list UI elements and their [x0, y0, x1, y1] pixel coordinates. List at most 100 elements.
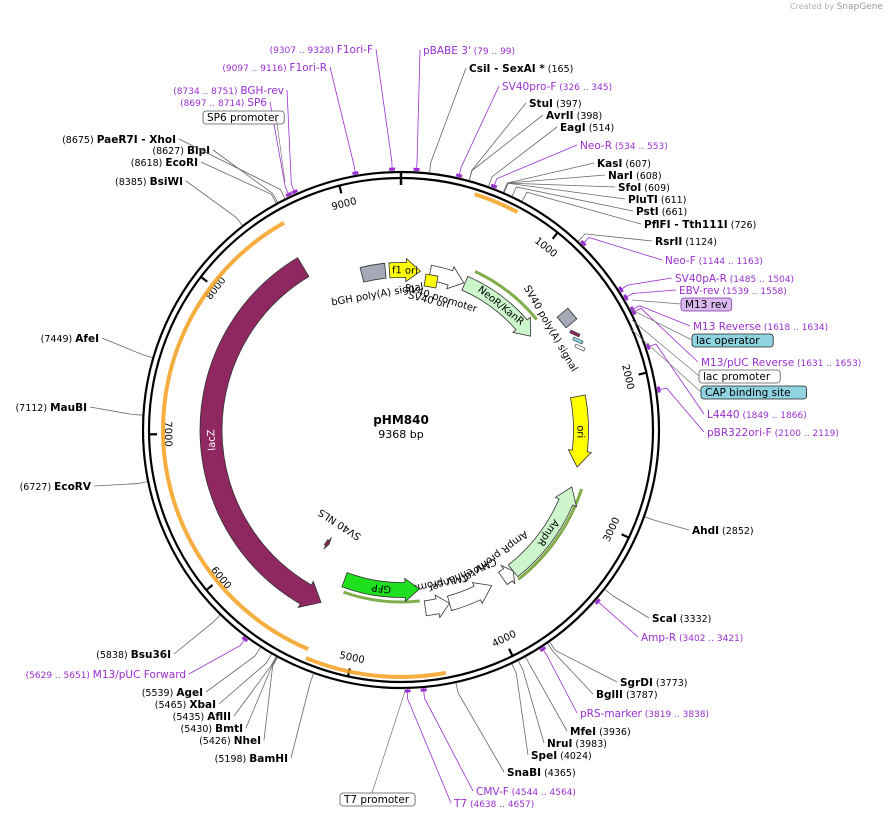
- enzyme-site-bmti[interactable]: (5430) BmtI: [181, 723, 243, 735]
- primer-name: SP6: [247, 97, 267, 109]
- enzyme-site-sgrdi[interactable]: SgrDI (3773): [620, 677, 688, 689]
- boxed-label-m13-rev[interactable]: M13 rev: [685, 299, 728, 311]
- primer-site-sv40pro-f[interactable]: SV40pro-F (326 .. 345): [502, 81, 612, 93]
- enzyme-site-nrui[interactable]: NruI (3983): [547, 738, 607, 750]
- primer-marker: [413, 167, 420, 172]
- primer-site-l4440[interactable]: L4440 (1849 .. 1866): [707, 409, 807, 421]
- enzyme-site-scai[interactable]: ScaI (3332): [652, 613, 711, 625]
- enzyme-name: BamHI: [249, 753, 288, 765]
- enzyme-name: NheI: [234, 735, 261, 747]
- primer-name: F1ori-R: [290, 62, 327, 74]
- primer-site-sv40pa-r[interactable]: SV40pA-R (1485 .. 1504): [675, 273, 794, 285]
- leader-line: [631, 319, 700, 377]
- primer-position: (326 .. 345): [556, 83, 612, 93]
- tick-mark: [204, 584, 214, 592]
- primer-site-sp6[interactable]: (8697 .. 8714) SP6: [180, 97, 267, 109]
- boxed-label-lac-operator[interactable]: lac operator: [696, 335, 760, 347]
- enzyme-site-bamhi[interactable]: (5198) BamHI: [215, 753, 288, 765]
- primer-site-m13-reverse[interactable]: M13 Reverse (1618 .. 1634): [693, 321, 828, 333]
- boxed-label-lac-promoter[interactable]: lac promoter: [703, 371, 771, 383]
- primer-site-neo-r[interactable]: Neo-R (534 .. 553): [580, 140, 668, 152]
- primer-site-pbabe-3[interactable]: pBABE 3' (79 .. 99): [423, 45, 515, 57]
- plasmid-length: 9368 bp: [378, 428, 423, 441]
- enzyme-site-xbai[interactable]: (5465) XbaI: [155, 699, 216, 711]
- enzyme-site-psti[interactable]: PstI (661): [636, 206, 687, 218]
- enzyme-name: AgeI: [176, 687, 203, 699]
- enzyme-position: (609): [641, 183, 670, 194]
- enzyme-site-paer7i[interactable]: (8675) PaeR7I - XhoI: [62, 134, 176, 146]
- enzyme-extra: - SexAI *: [490, 63, 545, 75]
- enzyme-position: (7449): [41, 334, 76, 345]
- backbone-outer: [141, 170, 661, 690]
- primer-site-m13-puc-forward[interactable]: (5629 .. 5651) M13/pUC Forward: [26, 669, 186, 681]
- primer-name: pBR322ori-F: [707, 427, 772, 439]
- enzyme-site-sfoi[interactable]: SfoI (609): [618, 182, 670, 194]
- primer-name: Neo-F: [665, 255, 696, 267]
- primer-name: M13/pUC Forward: [93, 669, 186, 681]
- enzyme-name: StuI: [529, 98, 553, 110]
- enzyme-name: BlpI: [187, 145, 210, 157]
- enzyme-site-blpi[interactable]: (8627) BlpI: [152, 145, 210, 157]
- enzyme-site-mfei[interactable]: MfeI (3936): [570, 726, 631, 738]
- enzyme-position: (5539): [142, 688, 177, 699]
- feature-lacz: [199, 257, 322, 609]
- leader-line: [604, 589, 650, 619]
- primer-site-t7[interactable]: T7 (4638 .. 4657): [453, 798, 534, 810]
- enzyme-site-kasi[interactable]: KasI (607): [597, 158, 651, 170]
- enzyme-site-aflii[interactable]: (5435) AflII: [173, 711, 231, 723]
- enzyme-site-csii[interactable]: CsiI - SexAI * (165): [469, 63, 573, 75]
- enzyme-site-eagi[interactable]: EagI (514): [560, 122, 614, 134]
- primer-site-bgh-rev[interactable]: (8734 .. 8751) BGH-rev: [173, 85, 284, 97]
- enzyme-site-ecorv[interactable]: (6727) EcoRV: [20, 481, 92, 493]
- enzyme-name: PflFI: [644, 219, 671, 231]
- boxed-label-cap-binding-site[interactable]: CAP binding site: [705, 387, 791, 399]
- leader-line: [468, 114, 544, 181]
- enzyme-site-pluti[interactable]: PluTI (611): [628, 194, 686, 206]
- enzyme-site-avrii[interactable]: AvrII (398): [546, 110, 602, 122]
- enzyme-site-snabi[interactable]: SnaBI (4365): [507, 767, 576, 779]
- enzyme-site-rsrii[interactable]: RsrII (1124): [655, 236, 717, 248]
- enzyme-position: (7112): [15, 403, 50, 414]
- primer-site-cmv-f[interactable]: CMV-F (4544 .. 4564): [476, 786, 576, 798]
- enzyme-site-agei[interactable]: (5539) AgeI: [142, 687, 203, 699]
- leader-line: [644, 516, 690, 531]
- enzyme-site-nhei[interactable]: (5426) NheI: [199, 735, 261, 747]
- enzyme-position: (5430): [181, 724, 216, 735]
- boxed-label-bg: [680, 297, 733, 312]
- primer-site-ebv-rev[interactable]: EBV-rev (1539 .. 1558): [679, 285, 787, 297]
- primer-site-amp-r[interactable]: Amp-R (3402 .. 3421): [641, 632, 743, 644]
- primer-site-prs-marker[interactable]: pRS-marker (3819 .. 3838): [580, 708, 709, 720]
- enzyme-site-pflfi[interactable]: PflFI - Tth111I (726): [644, 219, 756, 231]
- leader-line: [212, 149, 278, 203]
- leader-line: [631, 329, 702, 393]
- enzyme-position: (8385): [115, 177, 150, 188]
- enzyme-site-afei[interactable]: (7449) AfeI: [41, 333, 99, 345]
- leader-line: [375, 48, 393, 172]
- enzyme-name: KasI: [597, 158, 622, 170]
- highlight-arc: [161, 220, 309, 651]
- enzyme-site-ecori[interactable]: (8618) EcoRI: [131, 157, 198, 169]
- primer-site-neo-f[interactable]: Neo-F (1144 .. 1163): [665, 255, 763, 267]
- boxed-label-t7-promoter[interactable]: T7 promoter: [343, 794, 410, 806]
- leader-line: [178, 138, 286, 199]
- enzyme-position: (8675): [62, 135, 97, 146]
- enzyme-site-bsiwi[interactable]: (8385) BsiWI: [115, 176, 183, 188]
- enzyme-site-spei[interactable]: SpeI (4024): [531, 750, 592, 762]
- primer-site-f1ori-f[interactable]: (9307 .. 9328) F1ori-F: [270, 44, 373, 56]
- primer-site-f1ori-r[interactable]: (9097 .. 9116) F1ori-R: [222, 62, 327, 74]
- highlight-arc: [517, 488, 584, 581]
- primer-site-m13-puc-reverse[interactable]: M13/pUC Reverse (1631 .. 1653): [701, 357, 861, 369]
- enzyme-site-bglii[interactable]: BglII (3787): [596, 689, 658, 701]
- enzyme-site-bsu36i[interactable]: (5838) Bsu36I: [96, 649, 171, 661]
- leader-line: [329, 66, 357, 176]
- enzyme-site-maubi[interactable]: (7112) MauBI: [15, 402, 87, 414]
- primer-site-pbr322ori-f[interactable]: pBR322ori-F (2100 .. 2119): [707, 427, 839, 439]
- enzyme-site-stui[interactable]: StuI (397): [529, 98, 582, 110]
- boxed-label-sp6-promoter[interactable]: SP6 promoter: [207, 112, 279, 124]
- enzyme-position: (5198): [215, 754, 250, 765]
- feature-ori: [567, 394, 593, 468]
- tick-label: 5000: [338, 650, 365, 666]
- leader-line: [458, 85, 500, 178]
- enzyme-site-nari[interactable]: NarI (608): [608, 170, 662, 182]
- enzyme-site-ahdi[interactable]: AhdI (2852): [692, 525, 754, 537]
